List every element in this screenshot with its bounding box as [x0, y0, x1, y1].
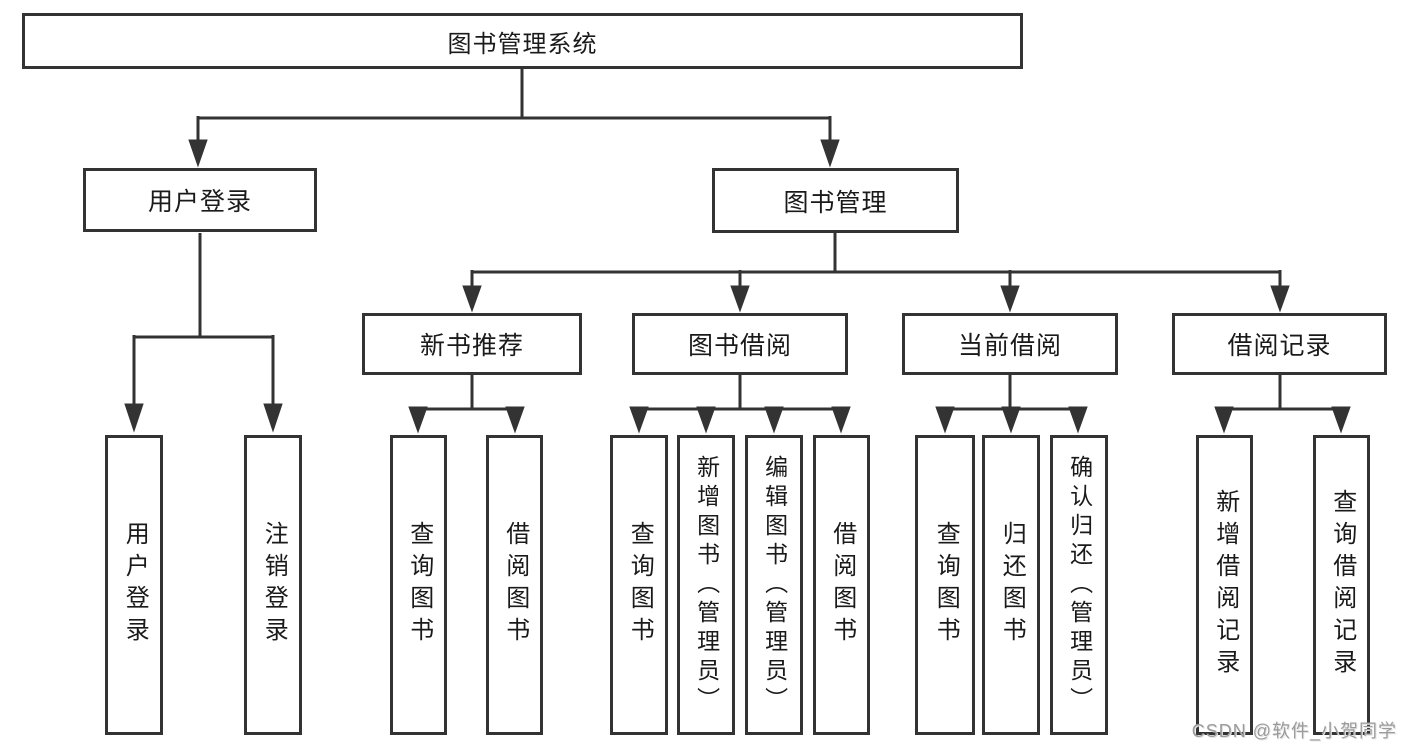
node-borrowing-records: 借阅记录 [1172, 313, 1387, 375]
node-book-management: 图书管理 [712, 168, 959, 233]
leaf-add-books-admin: 新增图书（管理员） [677, 435, 735, 735]
leaf-confirm-return-admin: 确认归还（管理员） [1050, 435, 1108, 735]
leaf-user-login: 用户登录 [105, 435, 163, 735]
leaf-borrow-books: 借阅图书 [813, 435, 870, 735]
leaf-borrow-books-recommend: 借阅图书 [486, 435, 543, 735]
node-user-login: 用户登录 [83, 168, 317, 232]
arrowhead [263, 403, 283, 433]
arrowhead [505, 406, 525, 434]
arrowhead [462, 285, 482, 313]
leaf-query-books-recommend: 查询图书 [390, 435, 447, 735]
node-current-borrowing: 当前借阅 [902, 313, 1118, 375]
csdn-watermark: CSDN @软件_小贺同学 [1191, 721, 1397, 741]
arrowhead [629, 406, 649, 434]
arrowhead [1331, 406, 1351, 434]
arrowhead [1000, 285, 1020, 313]
arrowhead [831, 406, 851, 434]
leaf-query-books-current: 查询图书 [915, 435, 975, 735]
node-root-library-system: 图书管理系统 [22, 13, 1023, 69]
leaf-query-books-borrowing: 查询图书 [610, 435, 668, 735]
arrowhead [764, 406, 784, 434]
arrowhead [408, 406, 428, 434]
arrowhead [1214, 406, 1234, 434]
arrowhead [820, 139, 840, 168]
arrowhead [188, 139, 208, 168]
arrowhead [935, 406, 955, 434]
arrowhead [1001, 406, 1021, 434]
arrowhead [1068, 406, 1088, 434]
leaf-query-borrow-record: 查询借阅记录 [1313, 435, 1370, 735]
node-new-book-recommend: 新书推荐 [362, 313, 582, 375]
leaf-edit-books-admin: 编辑图书（管理员） [745, 435, 803, 735]
node-book-borrowing: 图书借阅 [632, 313, 848, 375]
leaf-return-books: 归还图书 [982, 435, 1040, 735]
arrowhead [696, 406, 716, 434]
arrowhead [1270, 285, 1290, 313]
leaf-logout: 注销登录 [244, 435, 302, 735]
arrowhead [730, 285, 750, 313]
leaf-add-borrow-record: 新增借阅记录 [1196, 435, 1253, 735]
arrowhead [124, 403, 144, 433]
